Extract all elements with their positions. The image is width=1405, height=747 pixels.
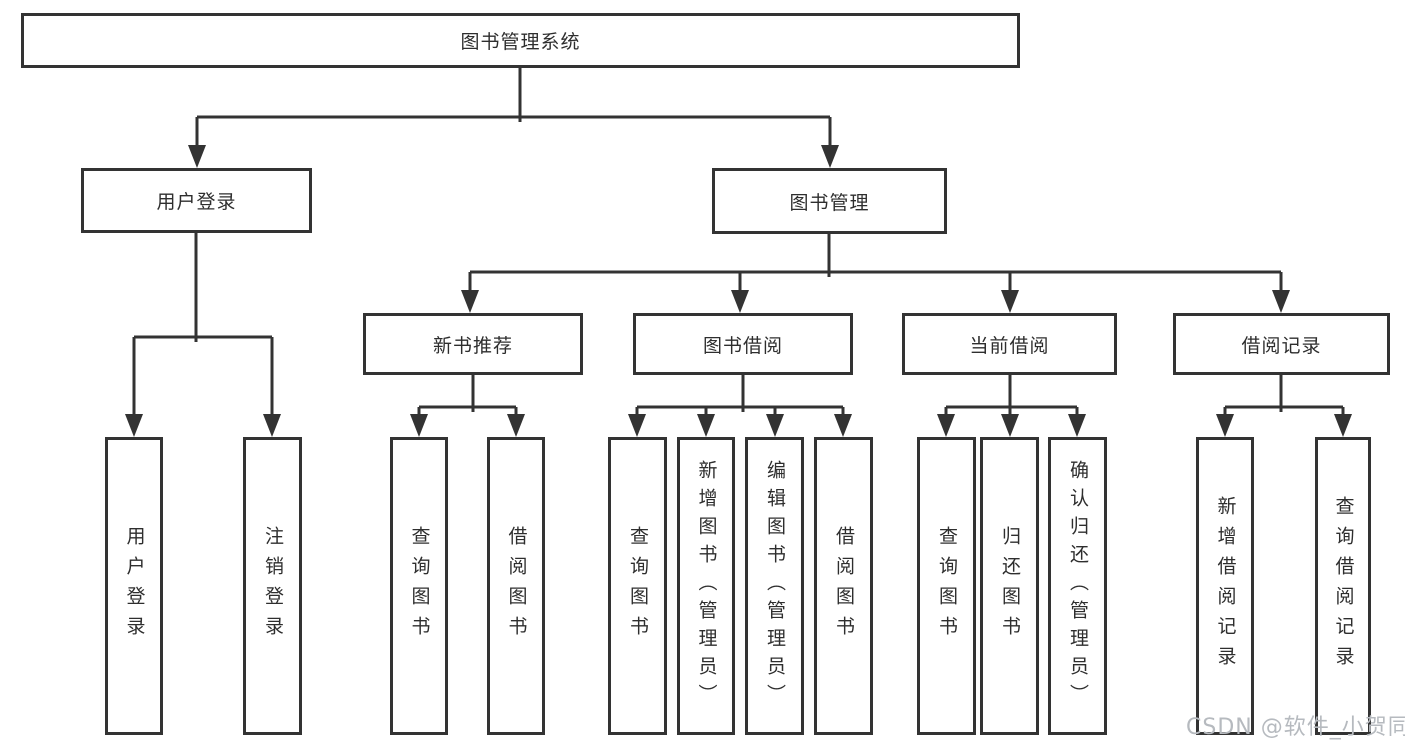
csdn-watermark: CSDN @软件_小贺同学 xyxy=(1186,715,1405,740)
node-label: 新增借阅记录 xyxy=(1214,496,1237,676)
leaf-query-books-borrowing: 查询图书 xyxy=(608,437,667,735)
node-label: 借阅图书 xyxy=(833,526,855,646)
node-label: 借阅图书 xyxy=(505,526,528,646)
leaf-add-book-admin: 新增图书（管理员） xyxy=(677,437,735,735)
node-label: 图书管理系统 xyxy=(460,31,581,53)
leaf-query-borrow-record: 查询借阅记录 xyxy=(1315,437,1371,735)
node-label: 新增图书（管理员） xyxy=(695,460,718,712)
node-book-borrowing: 图书借阅 xyxy=(633,313,853,375)
node-label: 当前借阅 xyxy=(969,334,1050,357)
leaf-return-books: 归还图书 xyxy=(980,437,1039,735)
leaf-borrow-books-borrowing: 借阅图书 xyxy=(814,437,873,735)
node-label: 查询图书 xyxy=(408,526,431,646)
node-label: 查询图书 xyxy=(936,526,958,646)
node-label: 编辑图书（管理员） xyxy=(764,460,786,712)
node-library-management-system: 图书管理系统 xyxy=(21,13,1020,68)
leaf-edit-book-admin: 编辑图书（管理员） xyxy=(745,437,804,735)
node-borrowing-records: 借阅记录 xyxy=(1173,313,1390,375)
node-label: 注销登录 xyxy=(262,526,284,646)
node-label: 借阅记录 xyxy=(1241,334,1322,357)
node-label: 用户登录 xyxy=(123,526,146,646)
node-current-borrowing: 当前借阅 xyxy=(902,313,1117,375)
leaf-confirm-return-admin: 确认归还（管理员） xyxy=(1048,437,1107,735)
node-label: 新书推荐 xyxy=(432,334,513,357)
leaf-borrow-books-recommend: 借阅图书 xyxy=(487,437,545,735)
node-label: 查询借阅记录 xyxy=(1332,496,1355,676)
node-label: 确认归还（管理员） xyxy=(1067,460,1089,712)
leaf-query-books-recommend: 查询图书 xyxy=(390,437,448,735)
node-label: 图书管理 xyxy=(789,191,870,214)
leaf-query-books-current: 查询图书 xyxy=(917,437,976,735)
node-label: 查询图书 xyxy=(627,526,649,646)
node-new-book-recommend: 新书推荐 xyxy=(363,313,583,375)
arrowheads xyxy=(125,145,1352,437)
node-book-management: 图书管理 xyxy=(712,168,947,234)
node-label: 图书借阅 xyxy=(702,334,783,357)
leaf-logout: 注销登录 xyxy=(243,437,302,735)
tree-edges xyxy=(132,68,1345,418)
node-user-login: 用户登录 xyxy=(81,168,312,233)
leaf-add-borrow-record: 新增借阅记录 xyxy=(1196,437,1254,735)
leaf-user-login: 用户登录 xyxy=(105,437,163,735)
node-label: 归还图书 xyxy=(999,526,1021,646)
node-label: 用户登录 xyxy=(156,191,237,213)
